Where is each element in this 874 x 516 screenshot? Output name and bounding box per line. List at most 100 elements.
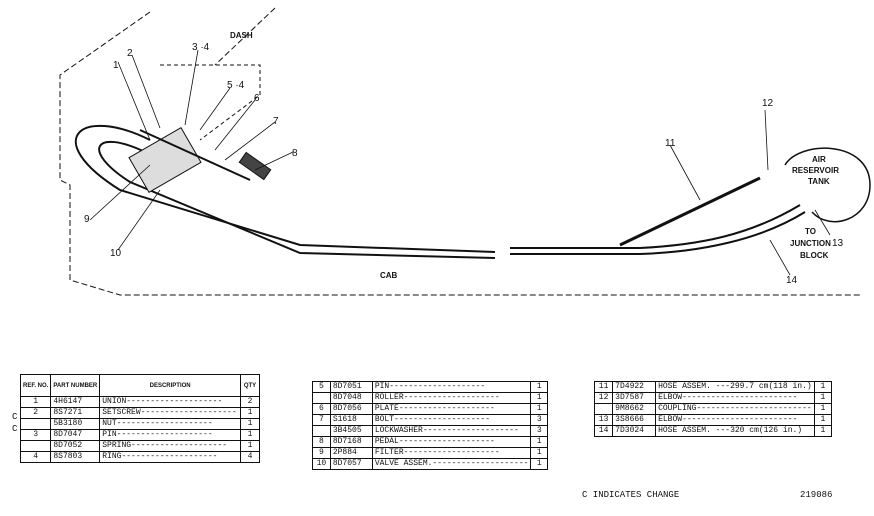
- hose-11: [619, 176, 761, 247]
- part-number-cell: 7D3024: [612, 425, 657, 437]
- leader-dots: --------------------: [422, 426, 519, 435]
- part-number-cell: 2P884: [329, 447, 373, 459]
- leader-dots: ------------------------: [682, 415, 798, 424]
- part-number-cell: 8D7057: [329, 458, 373, 470]
- description-text: PLATE: [374, 404, 399, 413]
- qty-cell: 1: [240, 440, 260, 452]
- qty-cell: 1: [530, 447, 548, 459]
- hose-loop: [74, 125, 496, 253]
- description-cell: PLATE--------------------: [371, 403, 532, 415]
- junction-label-3: BLOCK: [800, 251, 829, 260]
- description-cell: PIN--------------------: [99, 429, 241, 441]
- ref-cell: 2: [19, 407, 52, 419]
- qty-cell: 1: [240, 418, 260, 430]
- part-number-cell: 3S8666: [612, 414, 657, 426]
- ref-cell: 6: [312, 403, 331, 415]
- description-cell: ROLLER--------------------: [371, 392, 532, 404]
- description-text: HOSE ASSEM.: [658, 426, 711, 435]
- description-text: ELBOW: [658, 393, 683, 402]
- qty-cell: 3: [530, 414, 548, 426]
- dash-label: DASH: [230, 31, 253, 40]
- description-text: RING: [102, 452, 122, 461]
- leader-dots: --------------------: [116, 430, 213, 439]
- qty-cell: 1: [530, 436, 548, 448]
- description-cell: PIN--------------------: [371, 381, 532, 393]
- valve-block: [128, 126, 202, 194]
- callout-number: 7: [273, 116, 279, 127]
- callout-number: 2: [127, 48, 133, 59]
- callout-number: 13: [832, 238, 844, 249]
- qty-cell: 1: [240, 429, 260, 441]
- description-cell: RING--------------------: [99, 451, 241, 463]
- leader-dots: --------------------: [398, 437, 495, 446]
- callout-number: 9: [84, 214, 90, 225]
- part-number-cell: 8D7051: [329, 381, 373, 393]
- dash-outline: [59, 11, 860, 296]
- qty-cell: 1: [813, 425, 833, 437]
- cab-label: CAB: [380, 271, 398, 280]
- dash-panel: [160, 64, 261, 141]
- description-text: LOCKWASHER: [374, 426, 423, 435]
- ref-cell: [593, 403, 614, 415]
- description-cell: BOLT--------------------: [371, 414, 532, 426]
- pedal-8: [238, 151, 272, 181]
- description-cell: LOCKWASHER--------------------: [371, 425, 532, 437]
- ref-cell: 9: [312, 447, 331, 459]
- hose-loop-inner: [98, 141, 496, 259]
- part-number-cell: 8S7271: [50, 407, 101, 419]
- part-number-cell: 5B3180: [50, 418, 101, 430]
- part-number-cell: S1618: [329, 414, 373, 426]
- leader-dots: --------------------: [403, 393, 500, 402]
- figure-number: 219086: [800, 490, 833, 500]
- part-number-cell: 8D7056: [329, 403, 373, 415]
- ref-cell: 10: [312, 458, 331, 470]
- qty-cell: 2: [240, 396, 260, 408]
- part-number-cell: 9M8662: [612, 403, 657, 415]
- description-text: UNION: [102, 397, 127, 406]
- leader-dots: --------------------: [389, 382, 486, 391]
- callout-number: 6: [254, 93, 260, 104]
- tank-label-2: RESERVOIR: [792, 166, 839, 175]
- callout-number: 10: [110, 248, 122, 259]
- part-number-cell: 8D7047: [50, 429, 101, 441]
- qty-cell: 1: [240, 407, 260, 419]
- callout-number: 3 ·4: [192, 42, 210, 53]
- leader-dots: --------------------: [140, 408, 237, 417]
- leader-dots: --------------------: [116, 419, 213, 428]
- ref-cell: 7: [312, 414, 331, 426]
- qty-cell: 1: [530, 392, 548, 404]
- part-number-cell: 8S7803: [50, 451, 101, 463]
- ref-cell: [19, 418, 52, 430]
- description-cell: NUT--------------------: [99, 418, 241, 430]
- description-text: SETSCREW: [102, 408, 141, 417]
- part-number-cell: 8D7168: [329, 436, 373, 448]
- length-note: 320 cm(126 in.): [730, 426, 803, 435]
- ref-cell: [312, 425, 331, 437]
- part-number-cell: 7D4922: [612, 381, 657, 393]
- change-mark: C: [12, 424, 18, 434]
- ref-cell: 11: [593, 381, 614, 393]
- qty-cell: 1: [813, 403, 833, 415]
- leader-dots: --------------------: [403, 448, 500, 457]
- qty-cell: 4: [240, 451, 260, 463]
- qty-cell: 3: [530, 425, 548, 437]
- part-number-cell: 3D7587: [612, 392, 657, 404]
- qty-cell: 1: [530, 381, 548, 393]
- description-text: VALVE ASSEM.: [374, 459, 433, 468]
- description-text: PEDAL: [374, 437, 399, 446]
- qty-cell: 1: [530, 458, 548, 470]
- hose-right-inner: [510, 211, 806, 255]
